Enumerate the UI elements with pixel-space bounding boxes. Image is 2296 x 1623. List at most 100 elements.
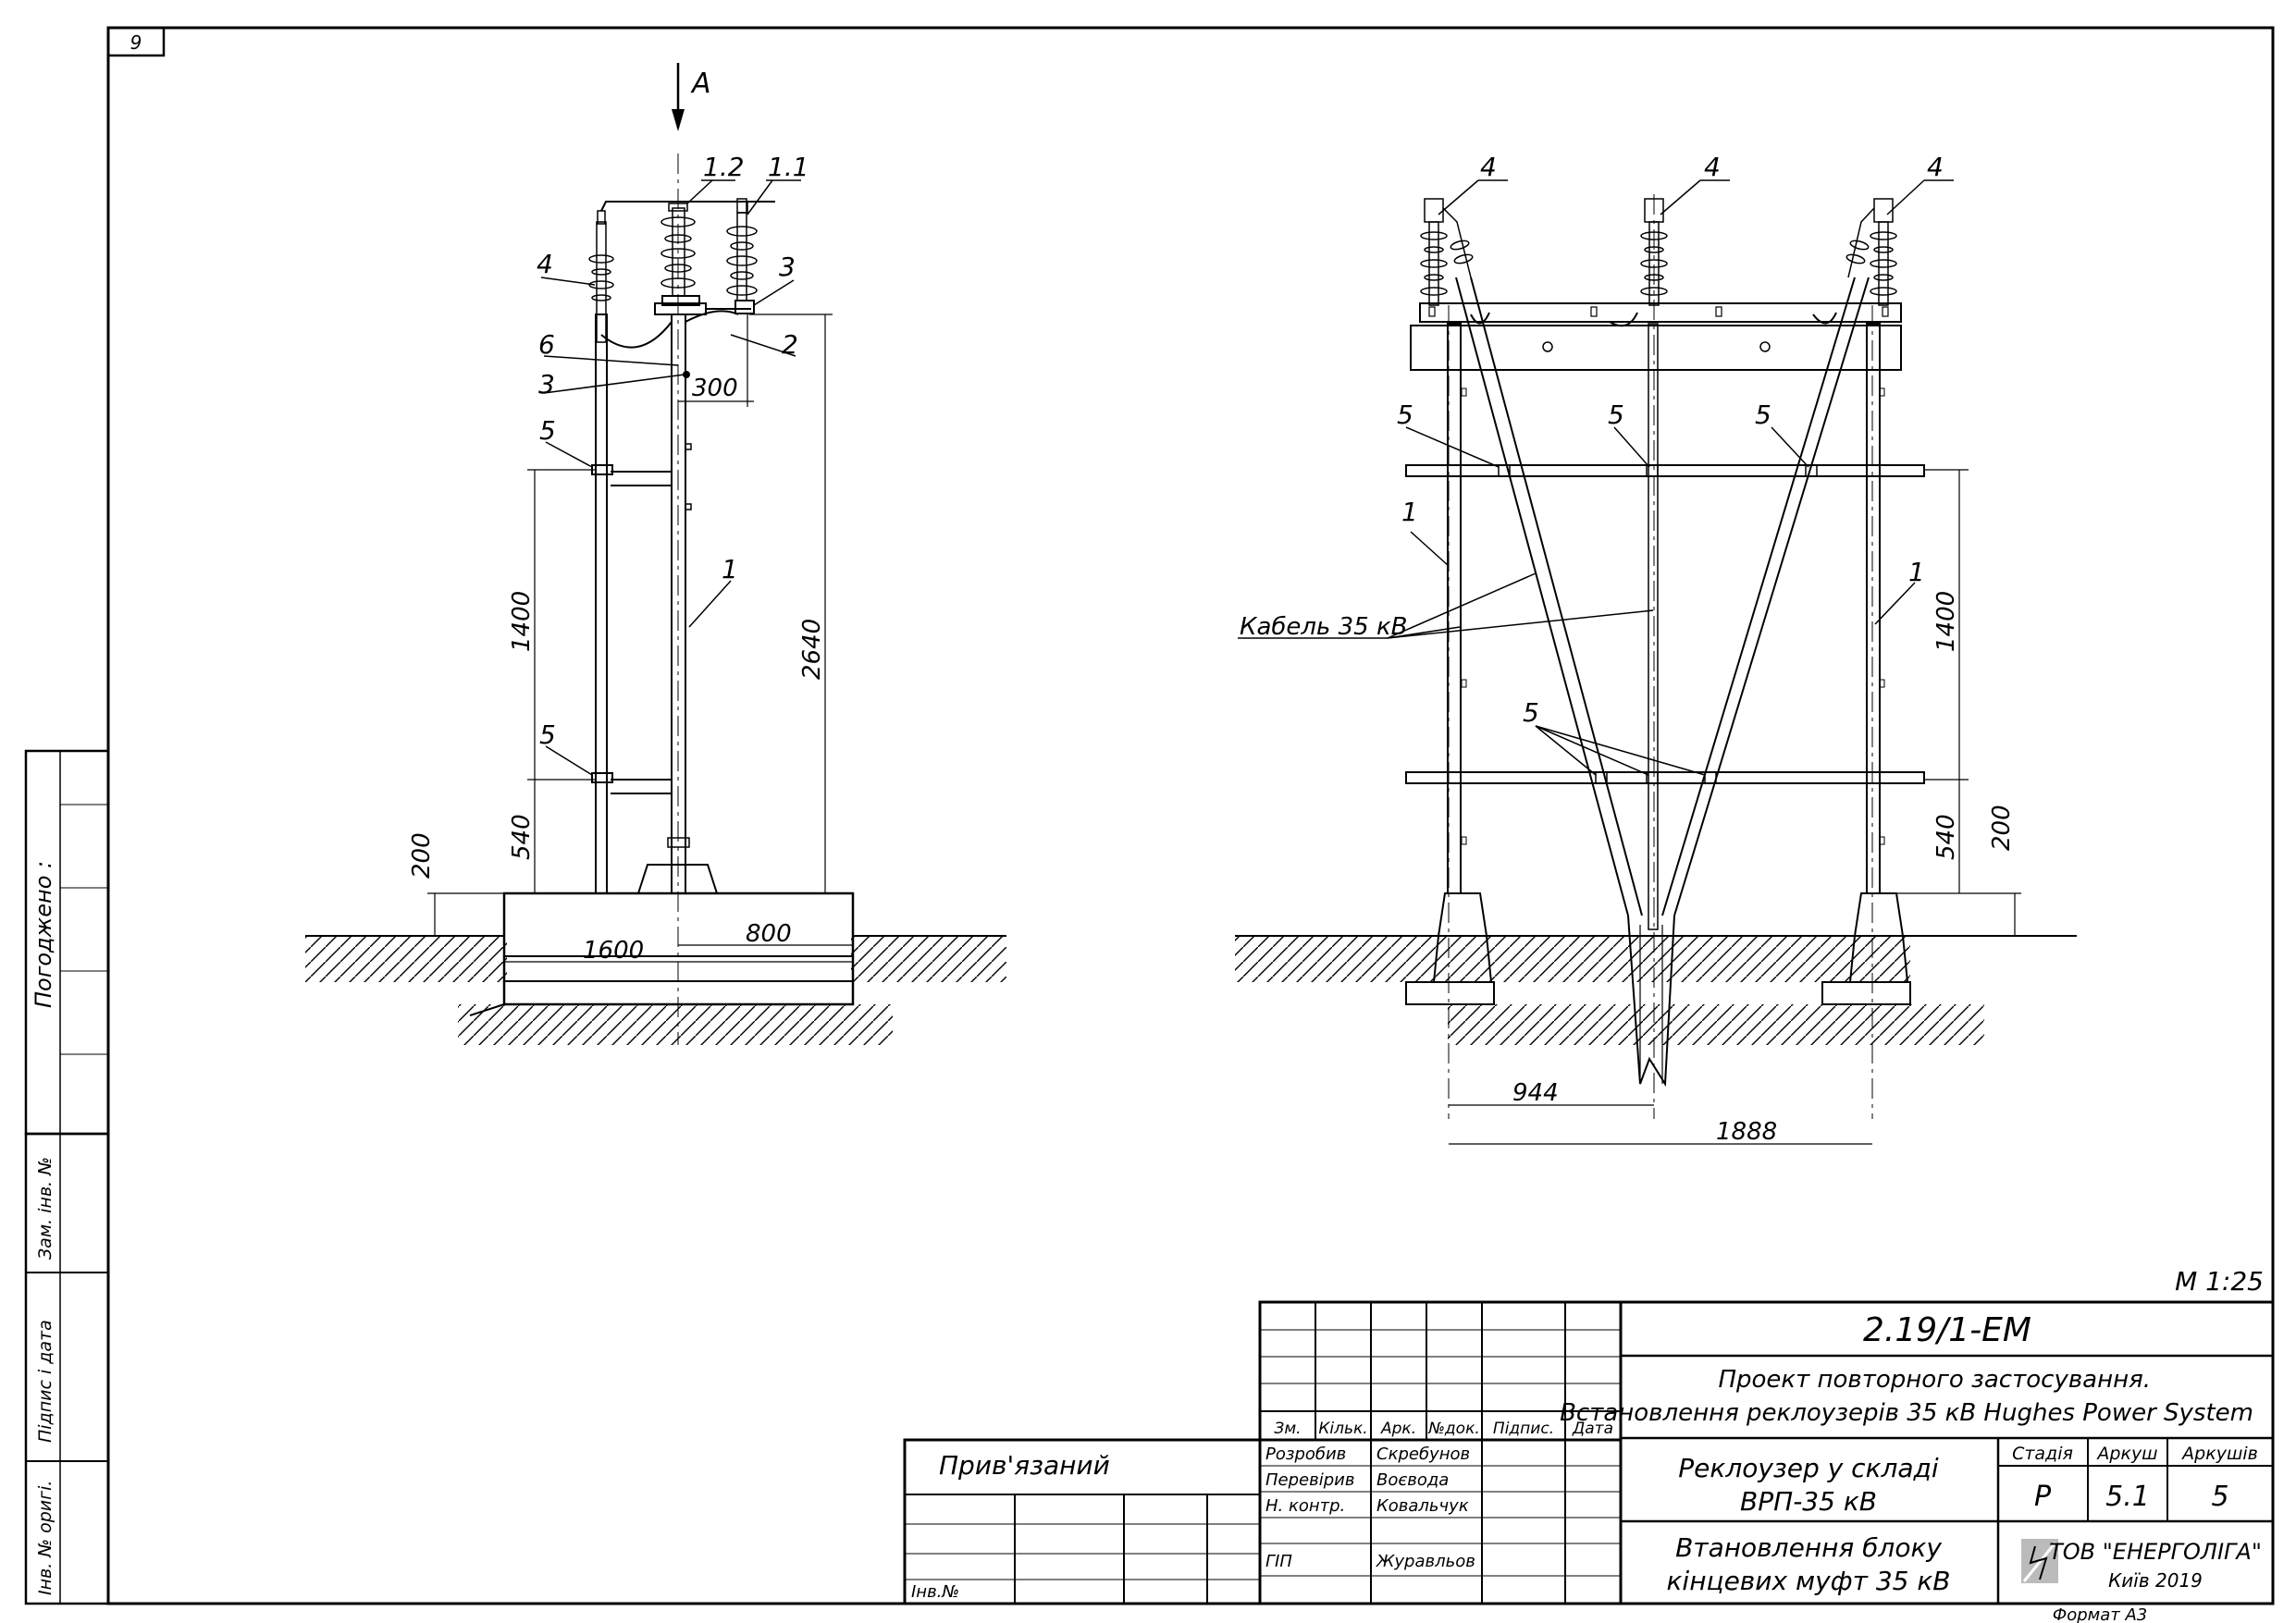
callout-5-r4: 5 xyxy=(1523,697,1539,728)
sheet-title-line1: Втановлення блоку xyxy=(1675,1532,1942,1563)
name-developer: Скребунов xyxy=(1376,1445,1470,1464)
cross-bars-right xyxy=(1405,464,1925,784)
dim-944: 944 xyxy=(1512,1079,1559,1107)
inv-orig-label: Інв. № оригі. xyxy=(35,1481,56,1595)
hdr-doc: №док. xyxy=(1427,1420,1480,1438)
inv-no-label: Інв.№ xyxy=(911,1582,959,1602)
hdr-sheet: Арк. xyxy=(1380,1420,1416,1438)
callout-1-r1: 1 xyxy=(1401,497,1418,527)
callout-5-r3: 5 xyxy=(1755,400,1771,430)
hdr-qty: Кільк. xyxy=(1318,1420,1367,1438)
side-stamp: Погоджено : Зам. інв. № Підпис і дата Ін… xyxy=(24,749,110,1605)
project-line1: Проект повторного застосування. xyxy=(1718,1366,2151,1394)
ground-right xyxy=(1235,935,2077,1045)
cables-right xyxy=(1455,277,1870,1088)
agreed-label: Погоджено : xyxy=(31,861,56,1008)
callout-2: 2 xyxy=(782,329,798,360)
stage-label: Стадія xyxy=(2012,1444,2073,1464)
dim-300: 300 xyxy=(692,375,738,402)
stage-value: Р xyxy=(2034,1481,2052,1513)
dim-1400-right: 1400 xyxy=(1932,591,1960,652)
dim-2640: 2640 xyxy=(798,619,826,680)
insulator-right-2 xyxy=(1640,198,1668,306)
scale-label: М 1:25 xyxy=(2175,1266,2264,1297)
doc-code: 2.19/1-ЕМ xyxy=(1863,1311,2031,1349)
role-gip: ГІП xyxy=(1265,1552,1292,1571)
right-dimensions: 1400 540 200 944 1888 xyxy=(1449,469,2021,1146)
poles-right xyxy=(1447,194,1885,1119)
hdr-date: Дата xyxy=(1572,1420,1613,1438)
callout-1-r2: 1 xyxy=(1908,557,1925,587)
cable-brackets-left xyxy=(591,464,672,794)
dim-800: 800 xyxy=(746,920,792,948)
company-city-year: Київ 2019 xyxy=(2108,1569,2203,1592)
left-dimensions: 300 1400 2640 540 200 1600 800 xyxy=(408,314,853,965)
callout-1-2: 1.2 xyxy=(703,152,745,182)
page-number: 9 xyxy=(130,31,142,54)
top-beam-right xyxy=(1410,302,1902,371)
hdr-change: Зм. xyxy=(1274,1420,1301,1438)
callout-3-top: 3 xyxy=(779,252,796,282)
object-line1: Реклоузер у складі xyxy=(1678,1453,1939,1483)
name-checker: Воєвода xyxy=(1376,1470,1449,1490)
view-arrow-label: А xyxy=(690,68,711,100)
callout-3-bottom: 3 xyxy=(538,369,555,400)
insulator-right-3 xyxy=(1845,198,1897,306)
dim-540-right: 540 xyxy=(1932,814,1960,860)
view-arrow-a: А xyxy=(672,63,711,131)
dim-1400-left: 1400 xyxy=(508,591,536,652)
callout-5-upper: 5 xyxy=(539,415,556,446)
role-norm-control: Н. контр. xyxy=(1265,1496,1345,1516)
object-line2: ВРП-35 кВ xyxy=(1740,1486,1877,1517)
dim-540-left: 540 xyxy=(508,814,536,860)
replace-inv-label: Зам. інв. № xyxy=(35,1157,56,1260)
company-name: ТОВ "ЕНЕРГОЛІГА" xyxy=(2049,1539,2262,1565)
insulator-1-1 xyxy=(726,198,758,301)
insulators-right xyxy=(1420,198,1897,306)
foundation-left xyxy=(469,891,855,1016)
insulator-right-1 xyxy=(1420,198,1474,306)
callout-1-1: 1.1 xyxy=(768,152,809,182)
callout-6: 6 xyxy=(538,329,555,360)
ground-left xyxy=(305,935,1006,1045)
dim-200-left: 200 xyxy=(408,832,436,879)
right-view: 4 4 4 5 5 5 1 1 5 Кабель 35 кВ xyxy=(1235,152,2077,1146)
name-gip: Журавльов xyxy=(1376,1552,1475,1571)
callout-1-left: 1 xyxy=(722,554,738,584)
left-view: А 1.2 1.1 4 3 6 2 3 5 1 5 xyxy=(305,63,1006,1045)
cable-label: Кабель 35 кВ xyxy=(1240,613,1408,641)
callout-5-r2: 5 xyxy=(1608,400,1624,430)
hdr-signature: Підпис. xyxy=(1493,1420,1554,1438)
sheets-label: Аркушів xyxy=(2180,1444,2258,1464)
format-label: Формат А3 xyxy=(2053,1605,2148,1623)
sheet-title-line2: кінцевих муфт 35 кВ xyxy=(1667,1566,1951,1596)
insulator-1-2 xyxy=(660,203,696,297)
callout-4-r2: 4 xyxy=(1704,152,1721,182)
project-line2: Встановлення реклоузерів 35 кВ Hughes Po… xyxy=(1560,1399,2253,1427)
role-checker: Перевірив xyxy=(1265,1470,1354,1490)
bound-label: Прив'язаний xyxy=(939,1450,1110,1481)
dim-200-right: 200 xyxy=(1988,805,2016,851)
callout-5-lower: 5 xyxy=(539,719,556,750)
dim-1600: 1600 xyxy=(583,937,644,965)
callout-4-left: 4 xyxy=(537,249,553,279)
left-callouts: 1.2 1.1 4 3 6 2 3 5 1 5 xyxy=(537,152,809,776)
sign-date-label: Підпис і дата xyxy=(35,1320,56,1443)
company-logo-icon xyxy=(2021,1539,2058,1583)
dim-1888: 1888 xyxy=(1716,1118,1777,1146)
support-pole xyxy=(595,314,608,894)
pole-base-plate xyxy=(636,864,719,894)
top-equipment-left xyxy=(588,198,775,378)
name-norm-control: Ковальчук xyxy=(1376,1496,1469,1516)
callout-5-r1: 5 xyxy=(1397,400,1413,430)
sheet-label: Аркуш xyxy=(2095,1444,2157,1464)
title-block: Зм. Кільк. Арк. №док. Підпис. Дата Розро… xyxy=(903,1300,2275,1605)
role-developer: Розробив xyxy=(1265,1445,1346,1464)
callout-4-r3: 4 xyxy=(1927,152,1944,182)
cable-termination-left xyxy=(588,210,614,343)
right-callouts: 4 4 4 5 5 5 1 1 5 Кабель 35 кВ xyxy=(1238,152,1954,776)
sheet-value: 5.1 xyxy=(2105,1481,2150,1513)
callout-4-r1: 4 xyxy=(1480,152,1497,182)
sheets-value: 5 xyxy=(2211,1481,2228,1513)
